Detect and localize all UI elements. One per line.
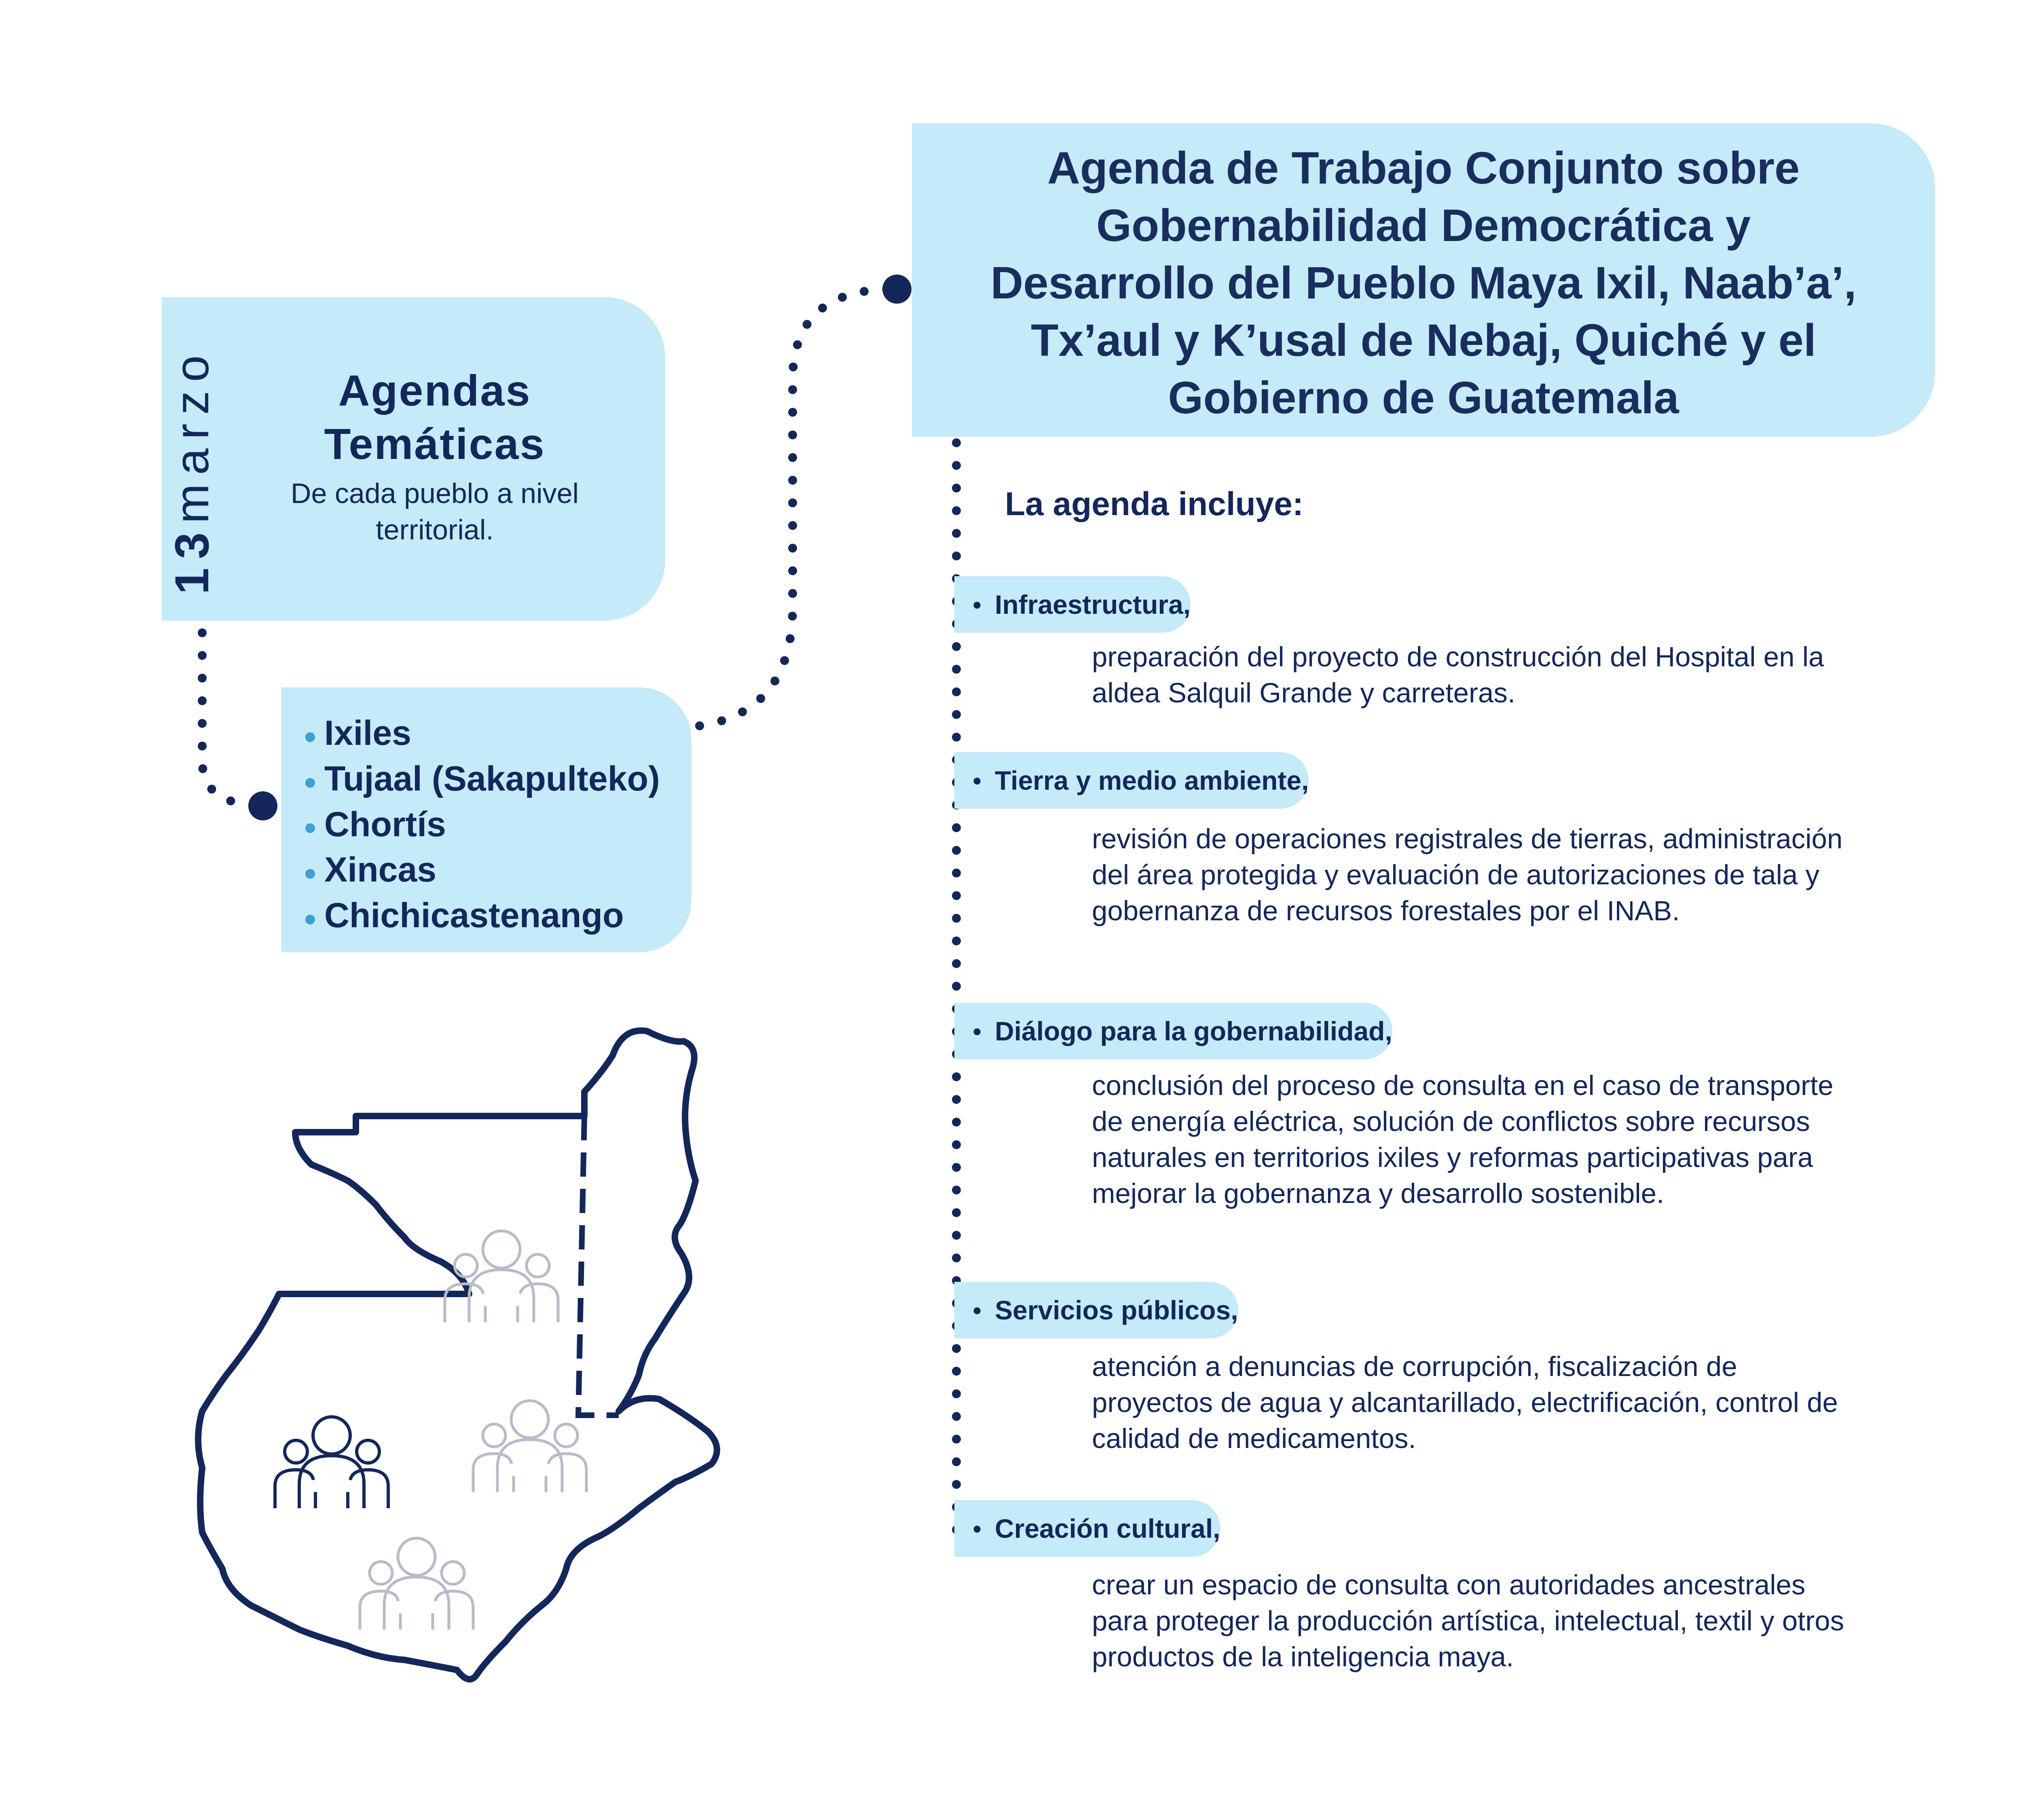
agenda-item-description: preparación del proyecto de construcción… — [1092, 641, 1824, 708]
people-icon-north — [445, 1231, 558, 1322]
map-outline — [195, 1027, 720, 1683]
bullet-icon: ● — [303, 860, 317, 886]
list-item: ●Chichicastenango — [303, 896, 624, 935]
agenda-item-title: ●Servicios públicos, — [954, 1282, 1238, 1338]
bullet-icon: ● — [972, 1301, 982, 1319]
bullet-icon: ● — [972, 772, 982, 789]
date-day: 13 — [165, 523, 219, 594]
connector-date-to-peoples — [198, 628, 263, 809]
agenda-item-description: crear un espacio de consulta con autorid… — [1092, 1569, 1844, 1672]
list-item: ●Xincas — [303, 850, 437, 890]
bullet-icon: ● — [303, 723, 317, 748]
main-title-card — [912, 123, 1935, 437]
agenda-item-description: revisión de operaciones registrales de t… — [1092, 823, 1843, 926]
topic-title: Agendas Temáticas — [324, 366, 546, 468]
agenda-intro: La agenda incluye: — [1005, 486, 1304, 522]
agenda-item-description: conclusión del proceso de consulta en el… — [1092, 1070, 1834, 1209]
bullet-icon: ● — [972, 1520, 982, 1537]
connector-node-peoples — [248, 791, 277, 820]
people-icon-center — [473, 1401, 586, 1492]
agenda-item-title: ●Infraestructura, — [954, 576, 1191, 633]
peoples-card — [281, 687, 692, 952]
list-item: ●Tujaal (Sakapulteko) — [303, 759, 660, 798]
agenda-item-title: ●Diálogo para la gobernabilidad, — [954, 1003, 1392, 1059]
bullet-icon: ● — [303, 814, 317, 840]
people-icon-highlight — [275, 1417, 388, 1508]
connector-peoples-to-title — [695, 285, 898, 730]
topic-subtitle: De cada pueblo a nivel territorial. — [290, 478, 579, 545]
agenda-item-title: ●Tierra y medio ambiente, — [954, 752, 1309, 809]
list-item: ●Chortís — [303, 805, 446, 844]
date-month: marzo — [165, 346, 219, 524]
peten-border-dashed — [575, 1116, 619, 1418]
agenda-item-description: atención a denuncias de corrupción, fisc… — [1092, 1351, 1838, 1454]
peoples-list: ●Ixiles ●Tujaal (Sakapulteko) ●Chortís ●… — [303, 712, 660, 940]
people-icon-south — [360, 1538, 473, 1630]
date-label: 13marzo — [164, 303, 220, 594]
bullet-icon: ● — [972, 1022, 982, 1040]
bullet-icon: ● — [972, 596, 982, 613]
main-title: Agenda de Trabajo Conjunto sobre Goberna… — [990, 143, 1857, 423]
bullet-icon: ● — [303, 905, 317, 931]
connector-node-title — [882, 275, 912, 304]
agenda-item-title: ●Creación cultural, — [954, 1500, 1220, 1557]
guatemala-map — [195, 1027, 720, 1683]
bullet-icon: ● — [303, 768, 317, 794]
topic-card — [162, 297, 665, 621]
list-item: ●Ixiles — [303, 714, 411, 753]
